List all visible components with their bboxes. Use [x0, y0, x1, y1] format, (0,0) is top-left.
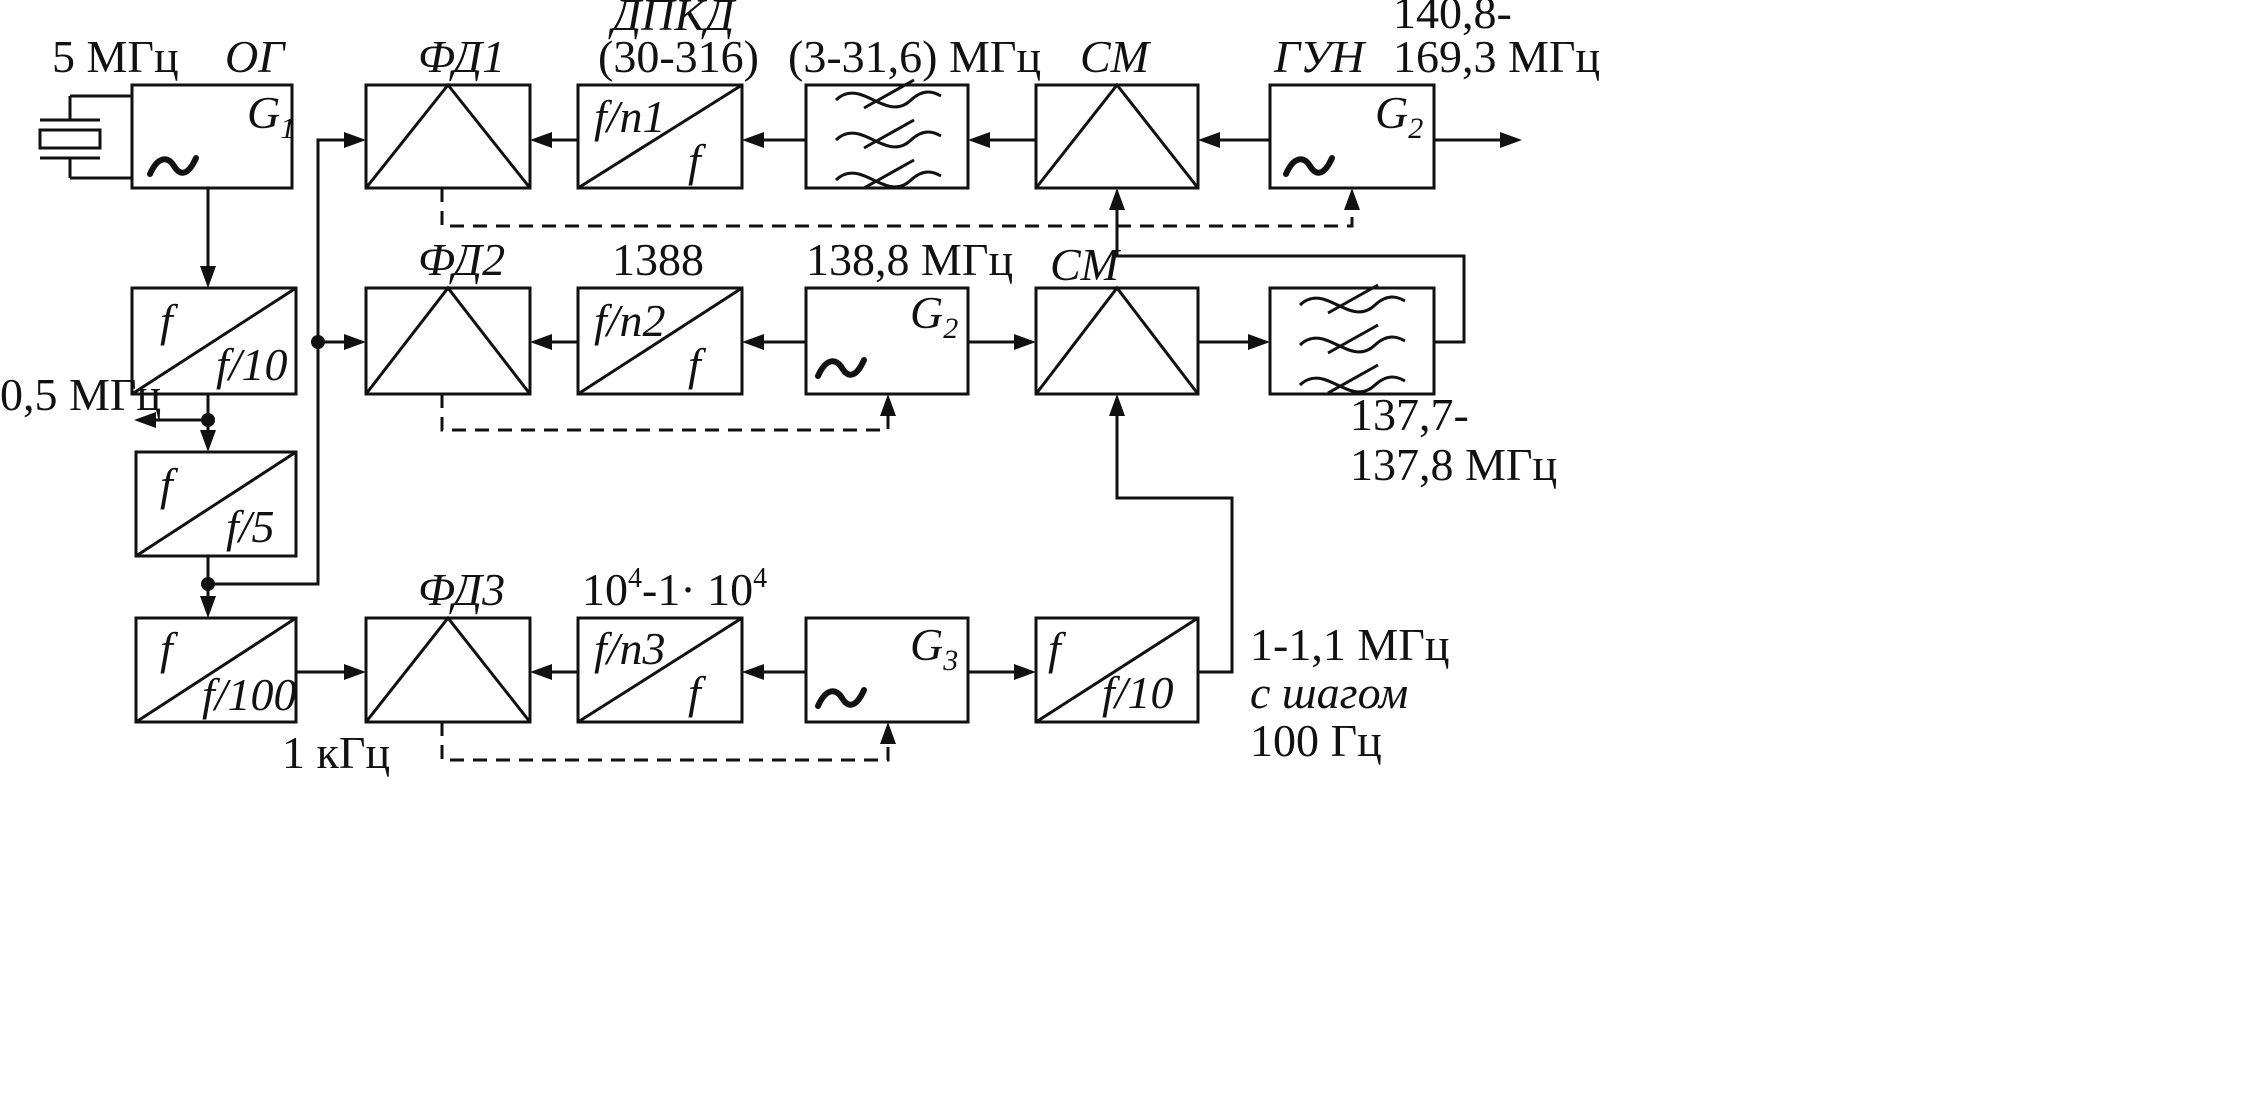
- divider-n2-block: f/n2 f: [576, 286, 744, 396]
- div10-bottom: f/10: [216, 339, 288, 390]
- filter2-freq-1: 137,7-: [1350, 389, 1469, 440]
- ref-distribution-lines: [200, 132, 366, 618]
- bandpass-filter-1: [804, 78, 970, 190]
- phase-detector-fd3: [364, 615, 532, 724]
- og-freq-label: 5 МГц: [52, 31, 179, 82]
- mixer-cm2: [1034, 285, 1200, 396]
- bandpass-filter-2: [1268, 283, 1436, 396]
- div10b-bottom: f/10: [1102, 667, 1174, 718]
- divider-n3-block: f/n3 f: [576, 616, 744, 724]
- crystal-resonator: [38, 94, 132, 180]
- filter1-freq-label: (3-31,6) МГц: [788, 31, 1041, 82]
- cm1-label: СМ: [1080, 31, 1152, 82]
- div100-out-freq: 1 кГц: [282, 727, 390, 778]
- vco-block: G2: [1268, 83, 1436, 190]
- divider-by-5-block: f f/5: [134, 450, 298, 558]
- div5-bottom: f/5: [226, 501, 275, 552]
- row4-signal-lines: [296, 394, 1234, 762]
- gun-out-freq-1: 140,8-: [1393, 0, 1512, 38]
- divider-n2-value: 1388: [612, 234, 704, 285]
- divider-by-10b-block: f f/10: [1034, 616, 1200, 724]
- og-label: ОГ: [225, 31, 286, 82]
- divider-n3-range: 104-1· 104: [582, 563, 767, 615]
- oscillator-g2-block: G2: [804, 286, 970, 396]
- oscillator-g3-block: G3: [804, 616, 970, 724]
- divider-n1-top: f/n1: [594, 91, 666, 142]
- row2-signal-lines: [440, 188, 1466, 432]
- mixer-cm1: [1034, 82, 1200, 190]
- cm2-label: СМ: [1050, 239, 1122, 290]
- dpkd-label: ДПКД: [608, 0, 737, 40]
- filter2-freq-2: 137,8 МГц: [1350, 439, 1557, 490]
- fd1-label: ФД1: [418, 31, 505, 82]
- gun-out-freq-2: 169,3 МГц: [1393, 31, 1600, 82]
- phase-detector-fd1: [364, 82, 532, 190]
- reference-oscillator-block: G1: [130, 83, 295, 190]
- divider-n1-block: f/n1 f: [576, 83, 744, 190]
- gun-gen-label: G2: [1375, 87, 1423, 145]
- row1-signal-lines: [440, 132, 1522, 228]
- div100-bottom: f/100: [202, 669, 297, 720]
- fd3-label: ФД3: [418, 564, 505, 615]
- div10-out-freq: 0,5 МГц: [0, 369, 161, 420]
- g2-gen-label: G2: [910, 287, 958, 345]
- divider-n3-top: f/n3: [594, 623, 666, 674]
- divider-n2-top: f/n2: [594, 295, 666, 346]
- output-freq-line3: 100 Гц: [1250, 715, 1382, 766]
- half-mhz-branch: [134, 394, 216, 452]
- divider-by-10-block: f f/10: [130, 286, 298, 396]
- phase-detector-fd2: [364, 285, 532, 396]
- divider-by-100-block: f f/100: [134, 616, 298, 724]
- output-freq-line2: с шагом: [1250, 667, 1408, 718]
- fd2-label: ФД2: [418, 234, 505, 285]
- output-freq-line1: 1-1,1 МГц: [1250, 619, 1449, 670]
- gun-label: ГУН: [1273, 31, 1367, 82]
- g3-gen-label: G3: [910, 619, 958, 677]
- g2-freq-label: 138,8 МГц: [806, 234, 1013, 285]
- og-gen-label: G1: [247, 87, 295, 145]
- dpkd-range-label: (30-316): [598, 31, 759, 82]
